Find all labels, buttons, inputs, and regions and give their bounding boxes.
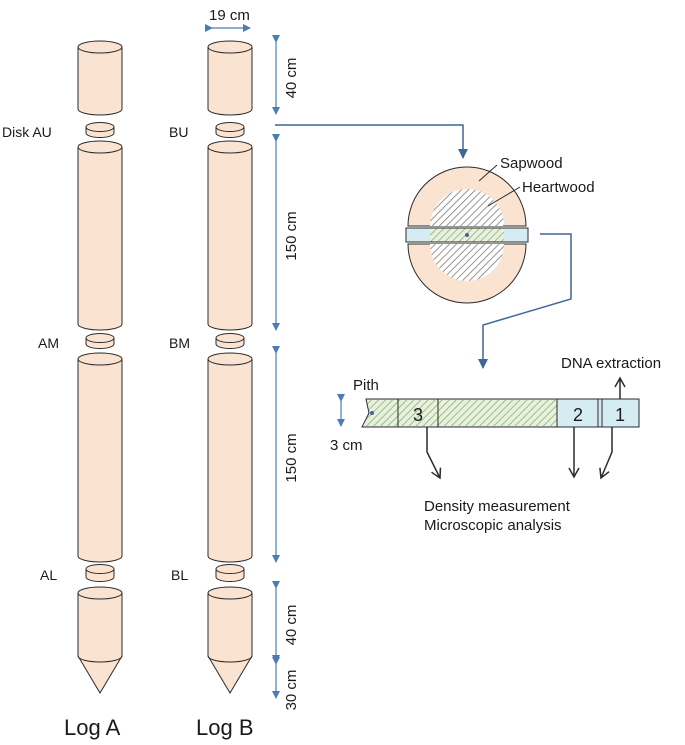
disk-am-label: AM [38,335,59,351]
section-2-label: 2 [573,405,583,425]
disk-bm [215,333,245,349]
upper-segment-dimension: 150 cm [272,134,300,331]
diameter-dimension: 19 cm [205,7,251,32]
log-a [77,40,123,694]
upper-segment-label: 150 cm [283,211,300,260]
heartwood-leader [487,186,521,207]
log-a-upper-segment [77,140,123,331]
log-b-upper-segment [207,140,253,331]
cone-dimension: 30 cm [272,657,300,711]
heartwood-label: Heartwood [522,179,595,196]
log-a-lower-segment [77,352,123,563]
disk-bl [215,564,245,582]
pith-label: Pith [353,377,379,394]
base-segment-label: 40 cm [283,605,300,646]
log-a-title: Log A [64,715,121,740]
sapwood-leader [478,164,498,182]
disk-au [85,122,115,138]
section-3-label: 3 [413,405,423,425]
top-segment-dimension: 40 cm [272,35,300,115]
log-a-top-segment [77,40,123,116]
enlarged-strip: 3 2 1 [361,398,640,428]
disk-au-label: Disk AU [2,124,52,140]
log-b-lower-segment [207,352,253,563]
use-microscopic-label: Microscopic analysis [424,517,562,534]
disk-bm-label: BM [169,335,190,351]
log-b [207,40,253,694]
base-segment-dimension: 40 cm [272,581,300,663]
top-segment-label: 40 cm [283,58,300,99]
strip-width-label: 3 cm [330,437,363,454]
disk-al [85,564,115,582]
log-b-title: Log B [196,715,254,740]
strip-heartwood [363,400,557,426]
strip-pith-dot [370,411,374,415]
pith-dot [465,233,469,237]
cone-label: 30 cm [283,670,300,711]
heartwood-upper-half [430,189,504,226]
log-b-base-segment [207,586,253,694]
disk-cross-section: Sapwood Heartwood [405,155,595,304]
disk-bl-label: BL [171,567,188,583]
lower-segment-label: 150 cm [283,433,300,482]
disk-bu [215,122,245,138]
heartwood-lower-half [430,244,504,281]
strip-to-detail-arrow [478,233,572,369]
log-a-base-segment [77,586,123,694]
use-density-label: Density measurement [424,498,571,515]
disk-al-label: AL [40,567,57,583]
section-3-arrow [426,427,442,480]
lower-segment-dimension: 150 cm [272,346,300,563]
section-1-arrow [599,427,613,480]
section-1-label: 1 [615,405,625,425]
sapwood-label: Sapwood [500,155,563,172]
disk-bu-label: BU [169,124,188,140]
disk-am [85,333,115,349]
bu-to-disk-arrow [275,124,468,159]
diameter-label: 19 cm [209,7,250,24]
dna-label: DNA extraction [561,355,661,372]
log-b-top-segment [207,40,253,116]
